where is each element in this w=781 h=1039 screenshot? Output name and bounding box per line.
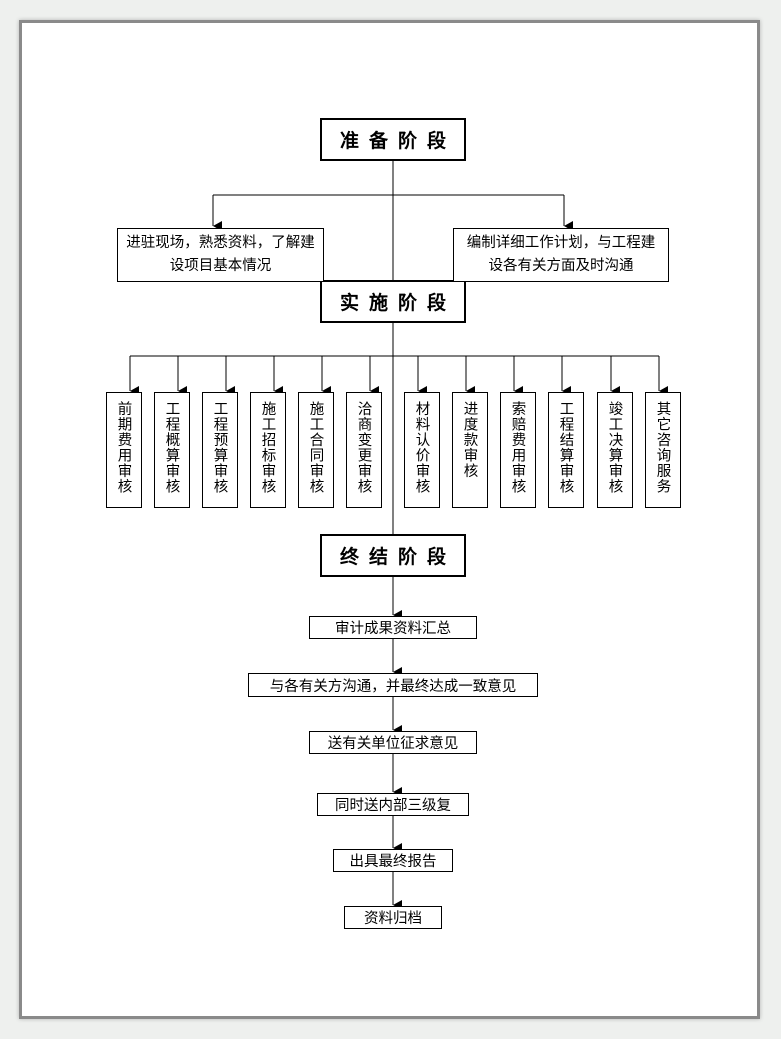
- note-site-entry: 进驻现场，熟悉资料，了解建设项目基本情况: [117, 228, 324, 282]
- audit-item: 工程概算审核: [154, 392, 190, 508]
- note-work-plan: 编制详细工作计划，与工程建设各有关方面及时沟通: [453, 228, 669, 282]
- audit-item: 竣工决算审核: [597, 392, 633, 508]
- step-archive: 资料归档: [344, 906, 442, 929]
- phase-preparation: 准备阶段: [320, 118, 466, 161]
- audit-item: 进度款审核: [452, 392, 488, 508]
- audit-item: 工程结算审核: [548, 392, 584, 508]
- phase-final: 终结阶段: [320, 534, 466, 577]
- phase-implementation: 实施阶段: [320, 280, 466, 323]
- step-reach-consensus: 与各有关方沟通，并最终达成一致意见: [248, 673, 538, 697]
- audit-item: 前期费用审核: [106, 392, 142, 508]
- audit-item: 其它咨询服务: [645, 392, 681, 508]
- audit-item: 索赔费用审核: [500, 392, 536, 508]
- step-seek-opinions: 送有关单位征求意见: [309, 731, 477, 754]
- audit-item: 工程预算审核: [202, 392, 238, 508]
- step-summarize-results: 审计成果资料汇总: [309, 616, 477, 639]
- audit-item: 洽商变更审核: [346, 392, 382, 508]
- audit-item: 施工合同审核: [298, 392, 334, 508]
- step-final-report: 出具最终报告: [333, 849, 453, 872]
- step-internal-review: 同时送内部三级复: [317, 793, 469, 816]
- audit-item: 材料认价审核: [404, 392, 440, 508]
- audit-item: 施工招标审核: [250, 392, 286, 508]
